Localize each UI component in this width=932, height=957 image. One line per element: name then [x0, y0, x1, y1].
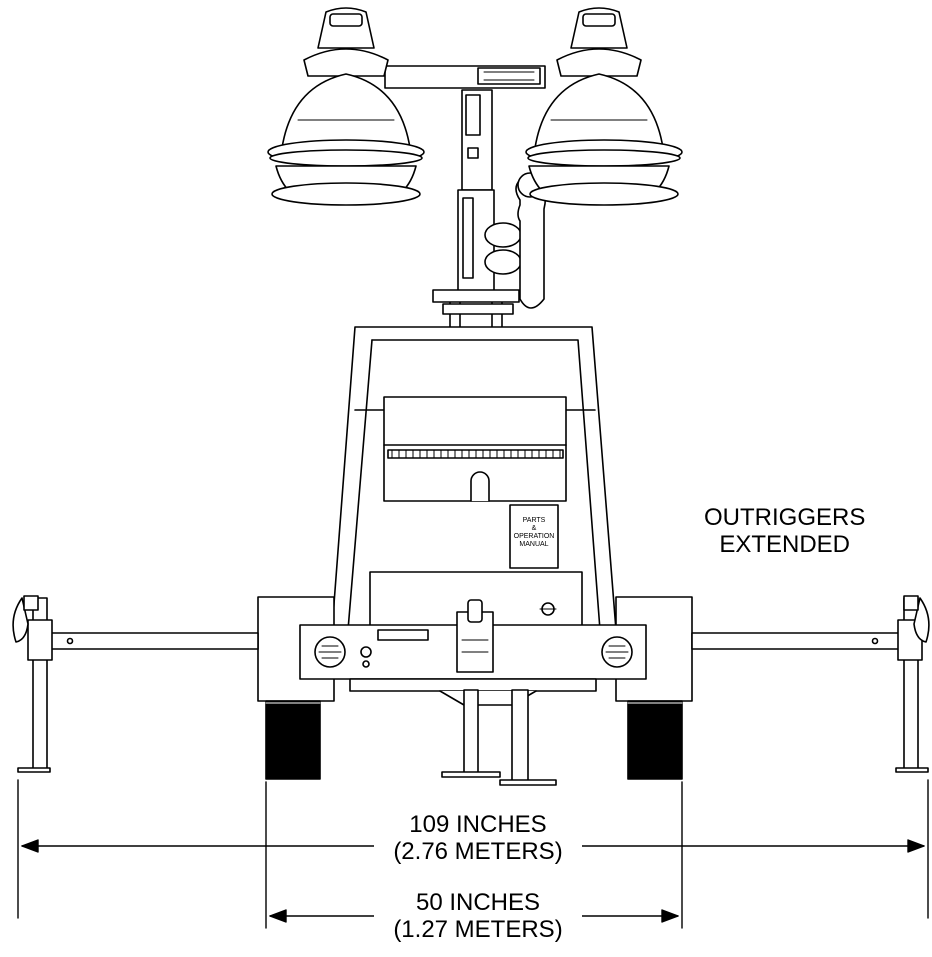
right-tire	[627, 700, 683, 780]
outriggers-note-line-2: EXTENDED	[719, 530, 851, 558]
manual-label-line-1: PARTS	[522, 517, 546, 524]
track-width-meters: (1.27 METERS)	[393, 915, 563, 943]
manual-label-line-3: OPERATION	[513, 533, 555, 541]
overall-width-label: 109 INCHES (2.76 METERS)	[374, 811, 582, 866]
overall-width-meters: (2.76 METERS)	[393, 837, 563, 865]
right-lamp-fixture	[525, 7, 683, 206]
outriggers-note-line-1: OUTRIGGERS	[704, 504, 866, 531]
manual-label-line-4: MANUAL	[519, 541, 549, 549]
overall-width-arrow-left	[21, 839, 39, 853]
track-width-label: 50 INCHES (1.27 METERS)	[374, 889, 582, 944]
overall-width-arrow-right	[907, 839, 925, 853]
vent-slots	[391, 449, 561, 459]
control-panel	[383, 396, 567, 502]
manual-holder	[509, 504, 559, 569]
track-width-arrow-left	[269, 909, 287, 923]
right-outrigger	[691, 595, 930, 773]
track-width-inches: 50 INCHES	[415, 889, 541, 916]
manual-label: PARTS & OPERATION MANUAL	[510, 517, 558, 549]
track-width-arrow-right	[661, 909, 679, 923]
outriggers-extended-note: OUTRIGGERS EXTENDED	[700, 504, 869, 559]
cable-loop	[515, 179, 547, 309]
manual-label-line-2: &	[531, 525, 537, 533]
overall-width-inches: 109 INCHES	[409, 811, 547, 838]
hitch-tongue-and-jack	[439, 599, 557, 786]
lamp-crossbar	[384, 65, 546, 89]
left-tire	[265, 700, 321, 780]
left-lamp-fixture	[267, 7, 425, 206]
left-outrigger	[12, 595, 259, 773]
